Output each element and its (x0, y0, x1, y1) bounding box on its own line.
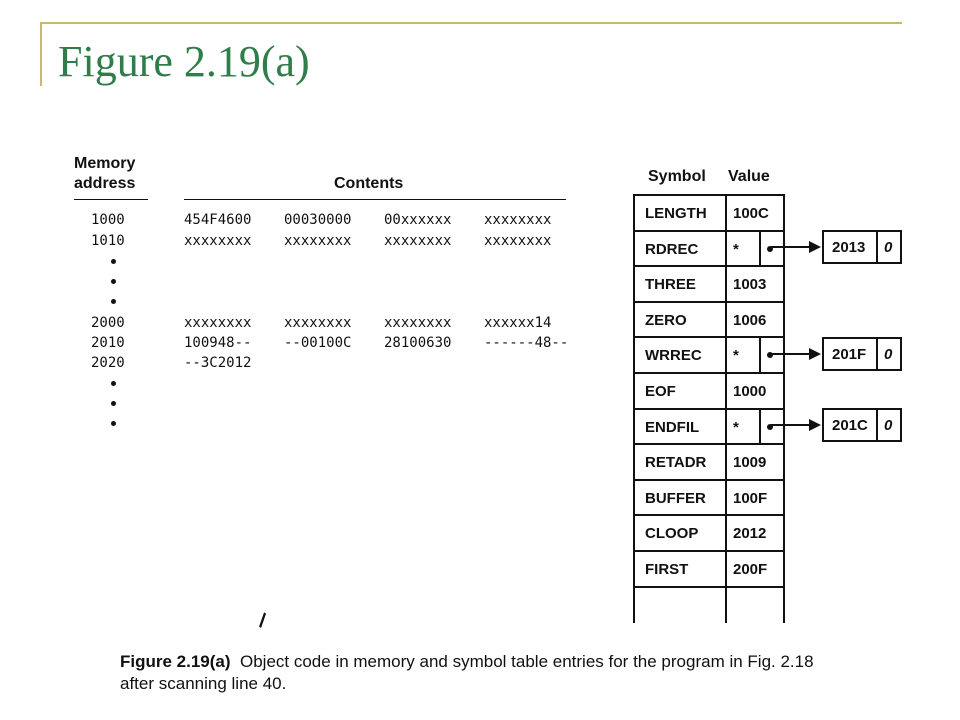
forward-ref-node: 201F 0 (822, 337, 902, 371)
memory-word: xxxxxxxx (184, 315, 252, 331)
symbol-value: 1006 (733, 311, 767, 329)
symbol-value: 200F (733, 560, 768, 578)
symbol-value: * (733, 418, 739, 436)
symbol-name: RETADR (645, 454, 707, 472)
memory-word: --00100C (284, 335, 352, 351)
pointer-dot (767, 423, 773, 430)
pointer-dot (767, 352, 773, 359)
memory-word: ------48-- (484, 335, 569, 351)
symbol-name: LENGTH (645, 205, 707, 222)
symbol-entry: CLOOP 2012 (635, 516, 783, 552)
symbol-value: 1009 (733, 454, 767, 472)
ellipsis-dot (111, 299, 116, 304)
memory-word: xxxxxxxx (284, 233, 352, 249)
figure-caption: Figure 2.19(a) Object code in memory and… (120, 651, 820, 695)
forward-ref-arrow (771, 241, 821, 253)
memory-address: 2010 (91, 335, 125, 351)
memory-word: xxxxxx14 (484, 315, 552, 331)
ellipsis-dot (111, 401, 116, 406)
symbol-name: FIRST (645, 560, 689, 578)
forward-ref-address: 201C (832, 417, 868, 434)
memory-address: 1000 (91, 212, 125, 228)
symbol-entry: LENGTH 100C (635, 196, 783, 232)
forward-ref-address: 201F (832, 346, 867, 363)
forward-ref-node: 201C 0 (822, 408, 902, 442)
memory-word: 28100630 (384, 335, 452, 351)
stray-mark: \ (254, 610, 270, 632)
symbol-value: * (733, 347, 739, 365)
symbol-table-empty-rows (633, 587, 785, 623)
symbol-name: RDREC (645, 240, 699, 258)
caption-label: Figure 2.19(a) (120, 652, 231, 671)
symbol-name: BUFFER (645, 489, 706, 507)
symbol-value: 1003 (733, 276, 767, 294)
pointer-dot (767, 245, 773, 252)
symbol-name: THREE (645, 276, 696, 294)
memory-word: xxxxxxxx (484, 212, 552, 228)
ellipsis-dot (111, 381, 116, 386)
memory-word: 00030000 (284, 212, 352, 228)
symbol-entry: ZERO 1006 (635, 302, 783, 339)
null-pointer: 0 (884, 417, 893, 434)
title-accent-line (40, 22, 902, 24)
symbol-name: EOF (645, 382, 676, 400)
memory-word: 100948-- (184, 335, 252, 351)
memory-word: 00xxxxxx (384, 212, 452, 228)
symbol-entry: FIRST 200F (635, 551, 783, 588)
title-accent-bar (40, 22, 42, 86)
memory-word: xxxxxxxx (184, 233, 252, 249)
symbol-entry: RETADR 1009 (635, 445, 783, 481)
memory-word: xxxxxxxx (484, 233, 552, 249)
symbol-value: 1000 (733, 382, 767, 400)
value-column-header: Value (728, 168, 770, 185)
symbol-table: LENGTH 100C RDREC * THREE 1003 ZERO 1006… (633, 194, 785, 588)
symbol-name: ENDFIL (645, 418, 700, 436)
forward-ref-address: 2013 (832, 239, 866, 256)
memory-address: 2000 (91, 315, 125, 331)
memory-address: 1010 (91, 233, 125, 249)
symbol-value: * (733, 240, 739, 258)
symbol-entry: WRREC * (635, 338, 783, 374)
caption-text: Object code in memory and symbol table e… (120, 652, 814, 693)
memory-word: xxxxxxxx (384, 233, 452, 249)
symbol-value: 100F (733, 489, 768, 507)
memory-word: --3C2012 (184, 355, 252, 371)
symbol-entry: EOF 1000 (635, 373, 783, 410)
symbol-name: CLOOP (645, 525, 699, 543)
symbol-entry: THREE 1003 (635, 267, 783, 303)
symbol-entry: RDREC * (635, 231, 783, 268)
contents-header: Contents (334, 175, 404, 192)
null-pointer: 0 (884, 239, 893, 256)
forward-ref-arrow (771, 348, 821, 360)
symbol-name: ZERO (645, 311, 687, 329)
ellipsis-dot (111, 259, 116, 264)
symbol-entry: BUFFER 100F (635, 480, 783, 517)
address-header-rule (74, 199, 148, 200)
symbol-column-header: Symbol (648, 168, 706, 185)
contents-header-rule (184, 199, 566, 200)
slide-title: Figure 2.19(a) (58, 37, 310, 86)
ellipsis-dot (111, 279, 116, 284)
forward-ref-arrow (771, 419, 821, 431)
symbol-value: 100C (733, 205, 769, 222)
symbol-entry: ENDFIL * (635, 409, 783, 446)
memory-address: 2020 (91, 355, 125, 371)
ellipsis-dot (111, 421, 116, 426)
symbol-name: WRREC (645, 347, 702, 365)
symbol-value: 2012 (733, 525, 767, 543)
memory-word: xxxxxxxx (284, 315, 352, 331)
memory-word: xxxxxxxx (384, 315, 452, 331)
forward-ref-node: 2013 0 (822, 230, 902, 264)
memory-address-header: Memory address (74, 155, 136, 192)
memory-word: 454F4600 (184, 212, 252, 228)
null-pointer: 0 (884, 346, 893, 363)
